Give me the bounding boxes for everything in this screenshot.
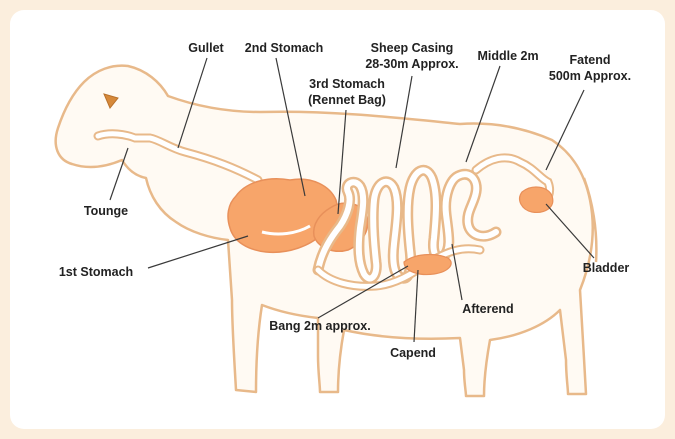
label-afterend: Afterend <box>462 302 513 316</box>
label-sheep-casing: Sheep Casing <box>371 41 454 55</box>
label-2nd-stomach: 2nd Stomach <box>245 41 324 55</box>
label-rennet-bag: (Rennet Bag) <box>308 93 386 107</box>
label-fatend: Fatend <box>570 53 611 67</box>
label-3rd-stomach: 3rd Stomach <box>309 77 385 91</box>
label-gullet: Gullet <box>188 41 224 55</box>
label-bladder: Bladder <box>583 261 630 275</box>
label-1st-stomach: 1st Stomach <box>59 265 133 279</box>
bladder-organ <box>520 187 553 212</box>
label-middle: Middle 2m <box>477 49 538 63</box>
label-tounge: Tounge <box>84 204 128 218</box>
bang-organ <box>404 255 451 275</box>
label-bang: Bang 2m approx. <box>269 319 370 333</box>
label-capend: Capend <box>390 346 436 360</box>
label-fatend-length: 500m Approx. <box>549 69 631 83</box>
label-sheep-casing-length: 28-30m Approx. <box>365 57 458 71</box>
